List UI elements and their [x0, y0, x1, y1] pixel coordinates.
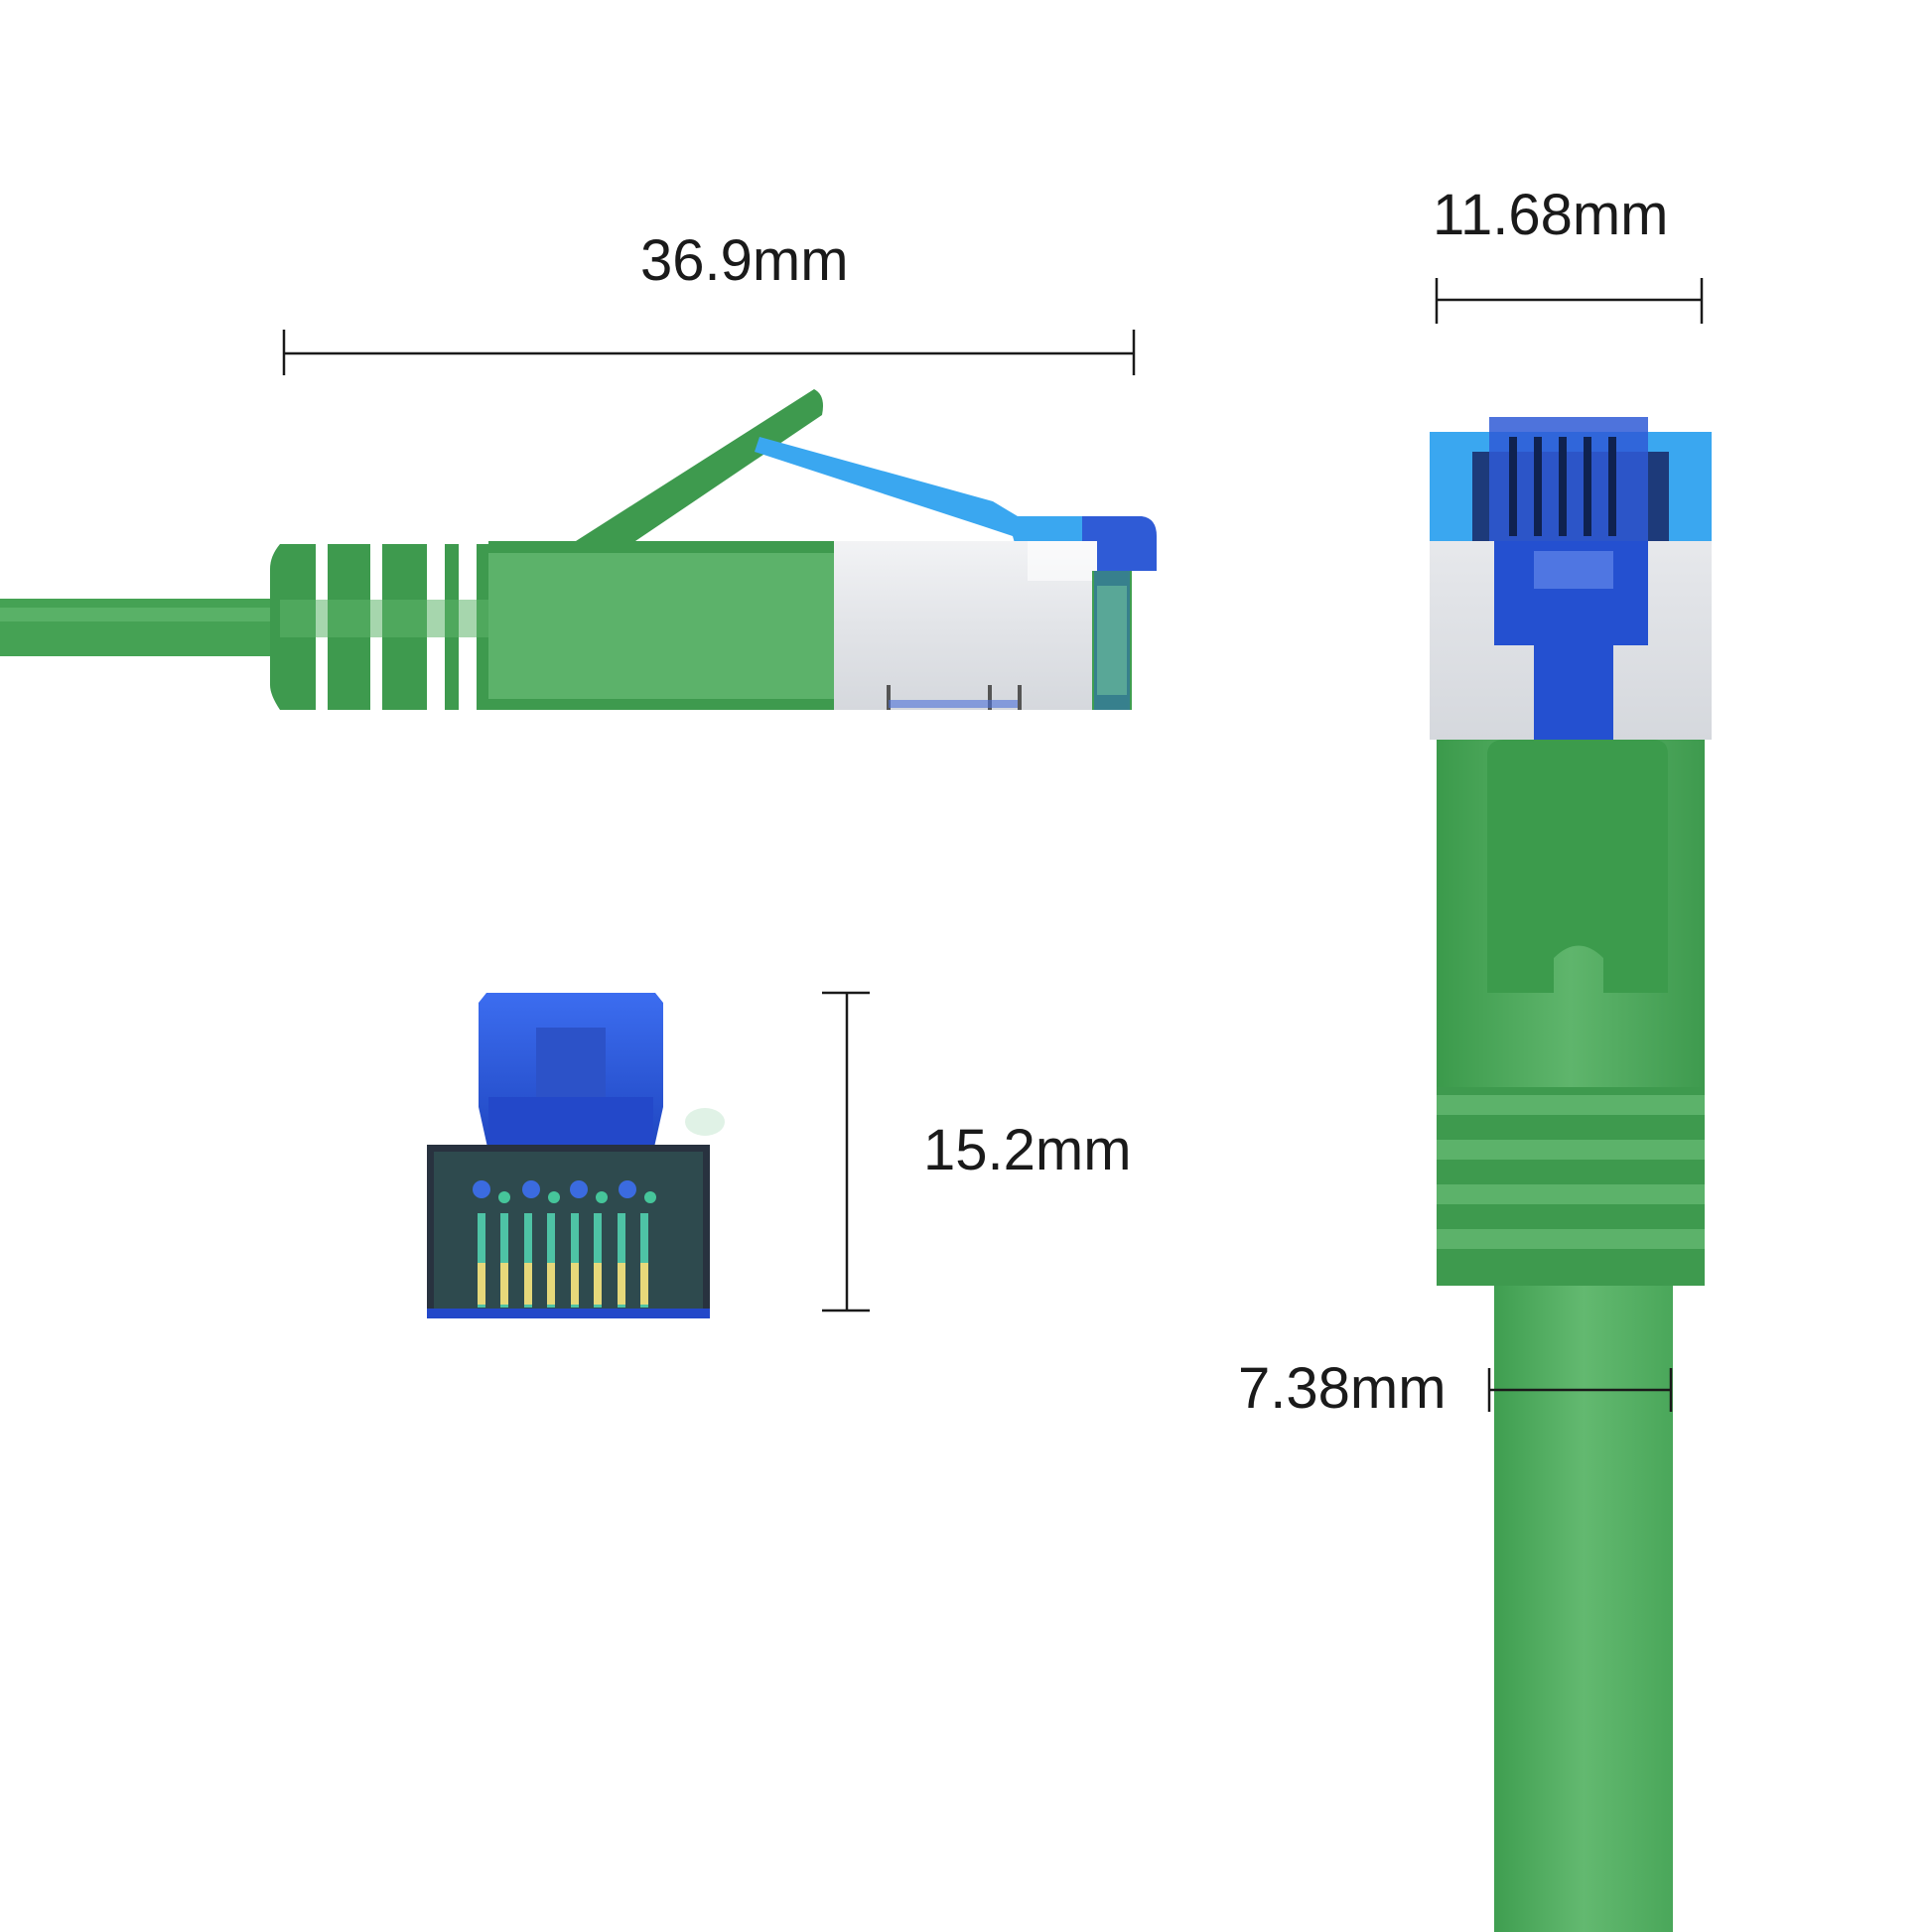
round-cable — [0, 599, 288, 656]
cable-width-dimension-line — [1487, 1368, 1673, 1412]
top-blue-tab — [1494, 541, 1648, 740]
top-latch-panel — [1487, 740, 1668, 993]
height-dimension-line — [822, 991, 870, 1312]
width-dimension-label: 11.68mm — [1433, 183, 1669, 247]
cable-width-dimension-label: 7.38mm — [1238, 1356, 1447, 1421]
length-dimension-line — [282, 330, 1136, 375]
plug-body — [488, 541, 836, 710]
top-boot — [1437, 1082, 1705, 1286]
flat-cable — [1494, 1276, 1673, 1932]
green-latch-arm — [576, 389, 823, 541]
height-dimension-label: 15.2mm — [923, 1118, 1132, 1182]
side-view-plug — [0, 389, 1157, 710]
strain-relief-boot — [270, 544, 491, 710]
blue-clip — [755, 437, 1082, 571]
length-dimension-label: 36.9mm — [640, 228, 849, 293]
top-view-plug — [1430, 417, 1712, 1932]
front-view-plug — [427, 993, 725, 1318]
contact-pins — [473, 1180, 656, 1308]
width-dimension-line — [1435, 278, 1704, 324]
